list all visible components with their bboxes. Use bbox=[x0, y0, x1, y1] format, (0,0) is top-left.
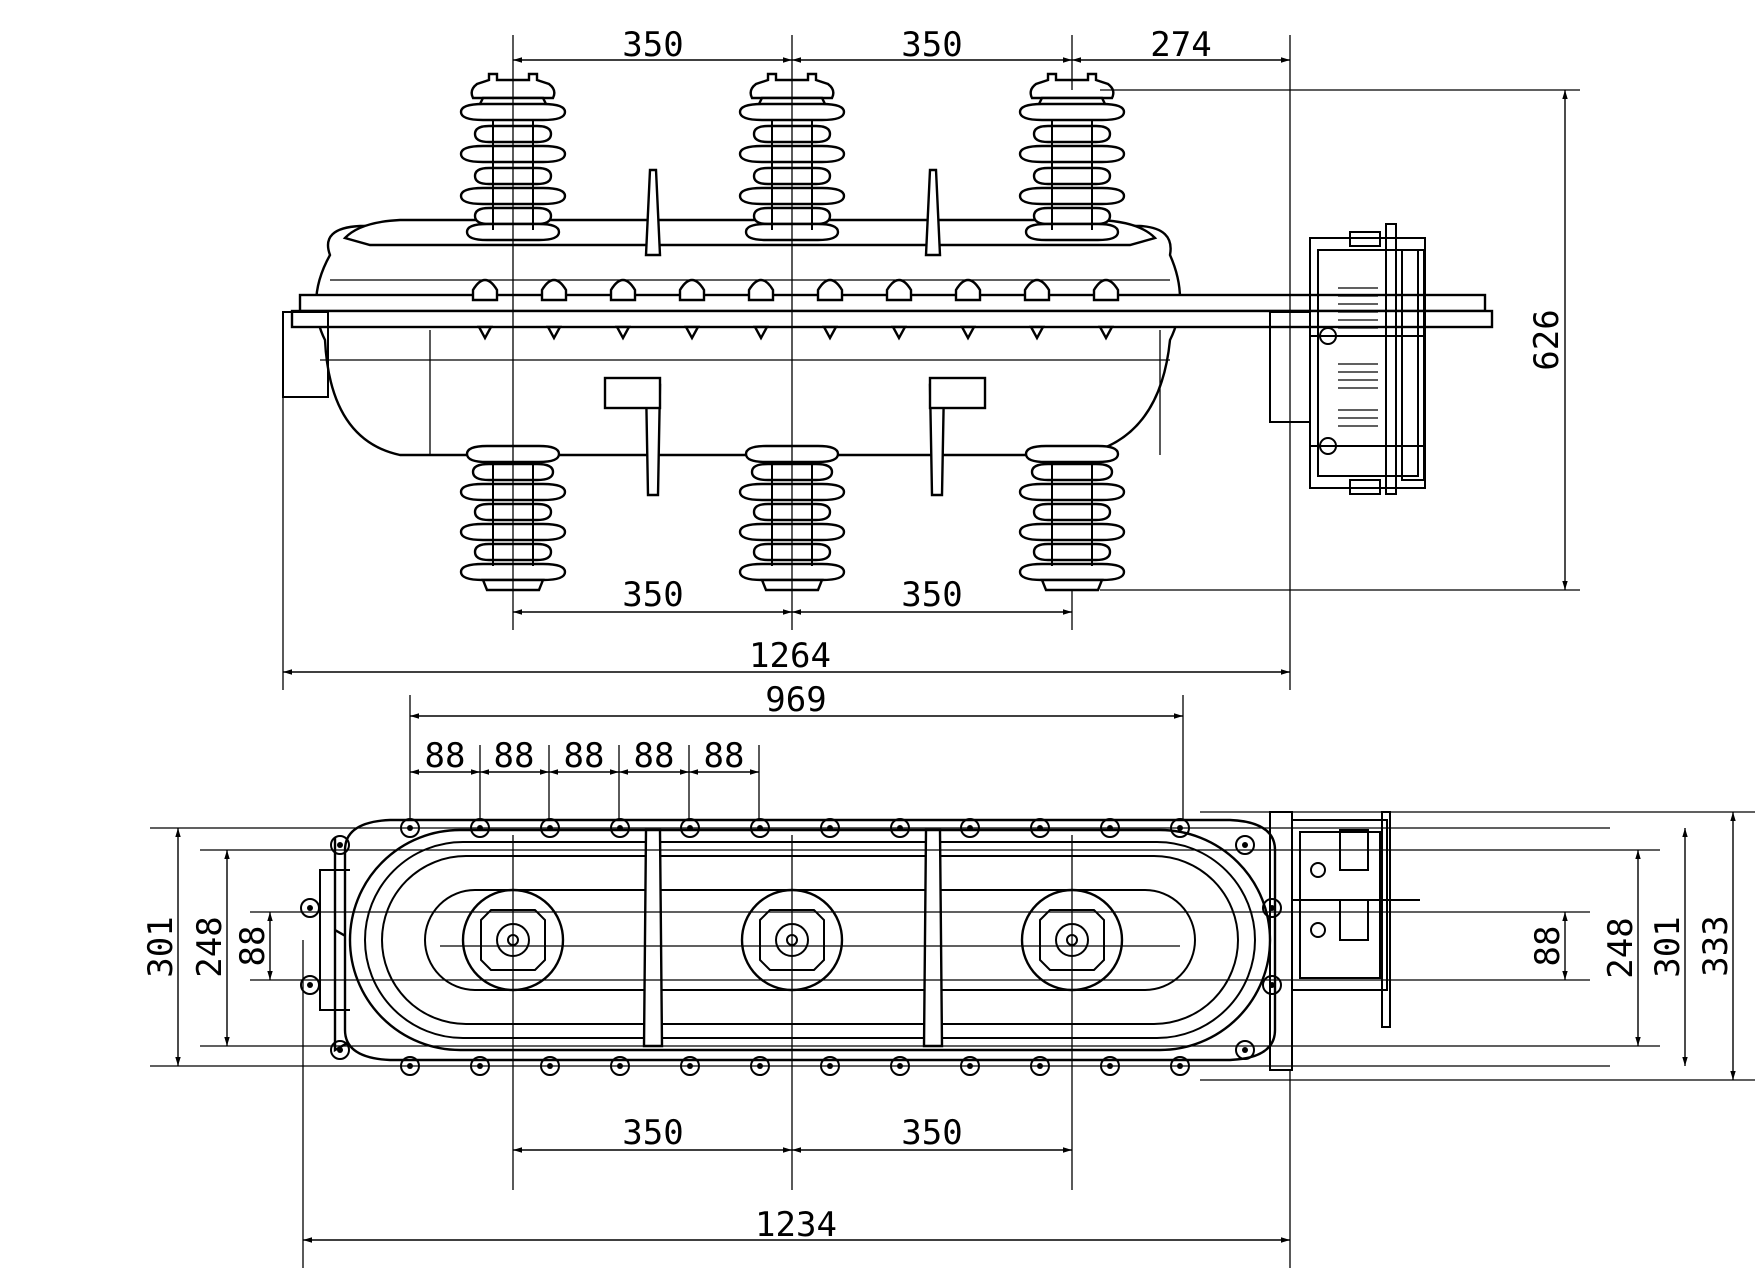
tank-rib bbox=[954, 278, 982, 302]
tank-rib-lug bbox=[1097, 325, 1115, 341]
tank-rib bbox=[609, 278, 637, 302]
dim-left-88: 88 bbox=[233, 926, 273, 967]
dim-top-pitch-1: 350 bbox=[622, 25, 683, 65]
dim-top-offset: 274 bbox=[1150, 25, 1211, 65]
dim-top-view-pitch-1: 350 bbox=[622, 1113, 683, 1153]
tank-rib-lug bbox=[752, 325, 770, 341]
front-height-dim: 626 bbox=[1527, 90, 1568, 590]
flange-span-dim: 969 bbox=[410, 680, 1183, 720]
dim-height: 626 bbox=[1527, 309, 1567, 370]
operating-mechanism bbox=[1309, 223, 1426, 495]
bolt-pitch-dims: 88 88 88 88 88 bbox=[410, 736, 759, 776]
front-centerlines bbox=[282, 35, 1580, 690]
dim-flange-span: 969 bbox=[765, 680, 826, 720]
dim-right-333: 333 bbox=[1696, 915, 1736, 976]
top-mechanism bbox=[1291, 811, 1420, 1028]
dim-bolt-pitch-3: 88 bbox=[564, 736, 605, 776]
tank-rib-lug bbox=[959, 325, 977, 341]
dim-right-88: 88 bbox=[1528, 926, 1568, 967]
support-brackets bbox=[603, 168, 987, 497]
tank-rib bbox=[747, 278, 775, 302]
top-bottom-dims: 350 350 bbox=[513, 1113, 1072, 1153]
front-bottom-dims: 350 350 bbox=[513, 575, 1072, 615]
tank-rib bbox=[678, 278, 706, 302]
dim-bottom-pitch-2: 350 bbox=[901, 575, 962, 615]
tank-rib-lug bbox=[476, 325, 494, 341]
tank-rib-lug bbox=[683, 325, 701, 341]
tank-rib bbox=[816, 278, 844, 302]
left-height-dims: 301 248 88 bbox=[141, 828, 273, 1066]
dim-left-301: 301 bbox=[141, 916, 181, 977]
top-overall-width-dim: 1234 bbox=[303, 1205, 1290, 1245]
top-centerlines bbox=[150, 695, 1755, 1268]
tank-rib-lug bbox=[545, 325, 563, 341]
tank-rib-lug bbox=[1028, 325, 1046, 341]
tank-rib bbox=[1023, 278, 1051, 302]
top-view: 969 88 88 88 88 88 301 248 88 88 bbox=[141, 680, 1755, 1268]
dim-bolt-pitch-4: 88 bbox=[634, 736, 675, 776]
right-height-dims: 88 248 301 333 bbox=[1528, 812, 1736, 1080]
dim-right-301: 301 bbox=[1648, 916, 1688, 977]
tank-rib-lug bbox=[890, 325, 908, 341]
tank-rib-lug bbox=[614, 325, 632, 341]
tank-rib bbox=[1092, 278, 1120, 302]
front-view: 350 350 274 350 350 1264 626 bbox=[282, 25, 1580, 690]
tank-ribs bbox=[471, 278, 1120, 341]
dim-top-pitch-2: 350 bbox=[901, 25, 962, 65]
dim-bolt-pitch-2: 88 bbox=[494, 736, 535, 776]
tank-rib bbox=[471, 278, 499, 302]
tank-rib-lug bbox=[821, 325, 839, 341]
dim-top-view-pitch-2: 350 bbox=[901, 1113, 962, 1153]
flange-bolt bbox=[300, 975, 320, 995]
dim-top-overall-width: 1234 bbox=[755, 1205, 837, 1245]
tank-rib bbox=[540, 278, 568, 302]
dim-right-248: 248 bbox=[1601, 917, 1641, 978]
dim-overall-width: 1264 bbox=[749, 636, 831, 676]
front-top-dims: 350 350 274 bbox=[513, 25, 1290, 65]
tank-rib bbox=[885, 278, 913, 302]
dim-bottom-pitch-1: 350 bbox=[622, 575, 683, 615]
dim-bolt-pitch-5: 88 bbox=[704, 736, 745, 776]
flange-bolt bbox=[300, 898, 320, 918]
dim-bolt-pitch-1: 88 bbox=[425, 736, 466, 776]
dim-left-248: 248 bbox=[190, 916, 230, 977]
front-overall-width-dim: 1264 bbox=[283, 636, 1290, 676]
